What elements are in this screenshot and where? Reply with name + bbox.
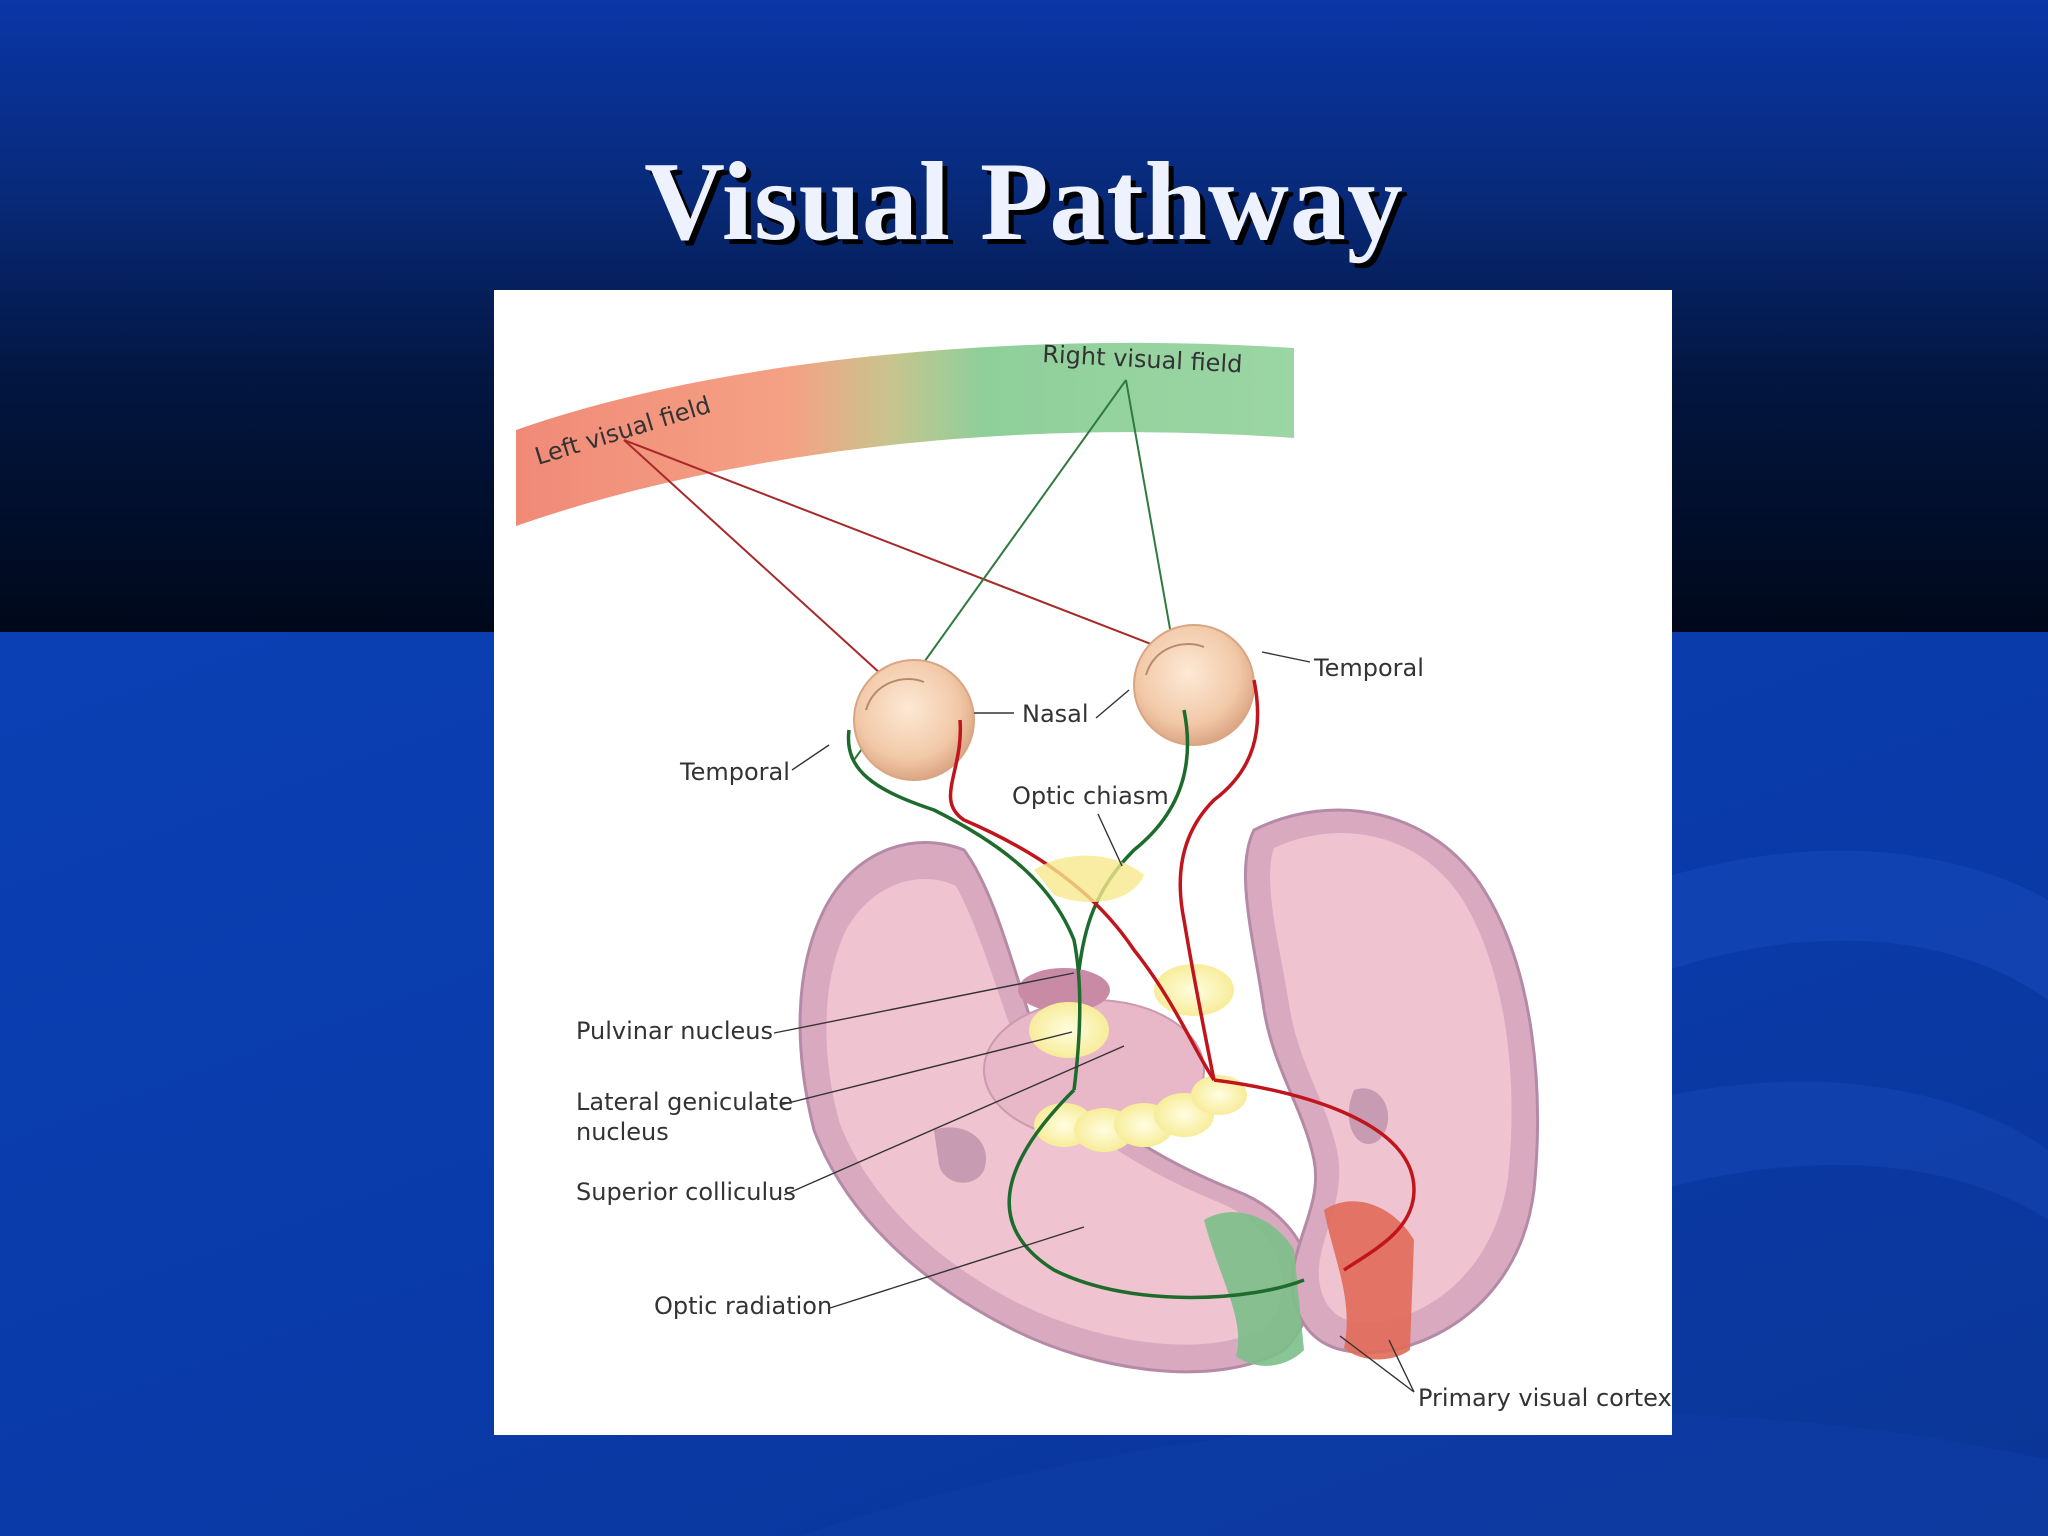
visual-pathway-diagram: Left visual field Right visual field xyxy=(516,340,1672,1412)
visual-cortex-left xyxy=(1204,1212,1304,1366)
left-eye xyxy=(853,659,975,781)
visual-field-arc xyxy=(516,342,1294,526)
green-pathway xyxy=(846,709,1305,1300)
label-primary-visual-cortex: Primary visual cortex xyxy=(1418,1384,1672,1412)
diagram-labels: Temporal Nasal Temporal Optic chiasm Pul… xyxy=(576,651,1672,1412)
label-pulvinar-nucleus: Pulvinar nucleus xyxy=(576,1017,773,1045)
right-eye xyxy=(1133,624,1255,746)
label-superior-colliculus: Superior colliculus xyxy=(576,1178,796,1206)
label-temporal-left: Temporal xyxy=(679,758,790,786)
label-optic-chiasm: Optic chiasm xyxy=(1012,782,1169,810)
figure-panel: Left visual field Right visual field xyxy=(494,290,1672,1435)
optic-chiasm xyxy=(1034,855,1144,903)
label-optic-radiation: Optic radiation xyxy=(654,1292,832,1320)
label-nasal: Nasal xyxy=(1022,700,1089,728)
thalamic-nuclei xyxy=(983,964,1247,1152)
label-temporal-right: Temporal xyxy=(1313,654,1424,682)
label-lateral-geniculate: Lateral geniculate xyxy=(576,1088,793,1116)
visual-cortex-right xyxy=(1324,1201,1414,1360)
label-lateral-geniculate-nucleus: nucleus xyxy=(576,1118,669,1146)
slide-title: Visual Pathway xyxy=(644,140,1404,264)
